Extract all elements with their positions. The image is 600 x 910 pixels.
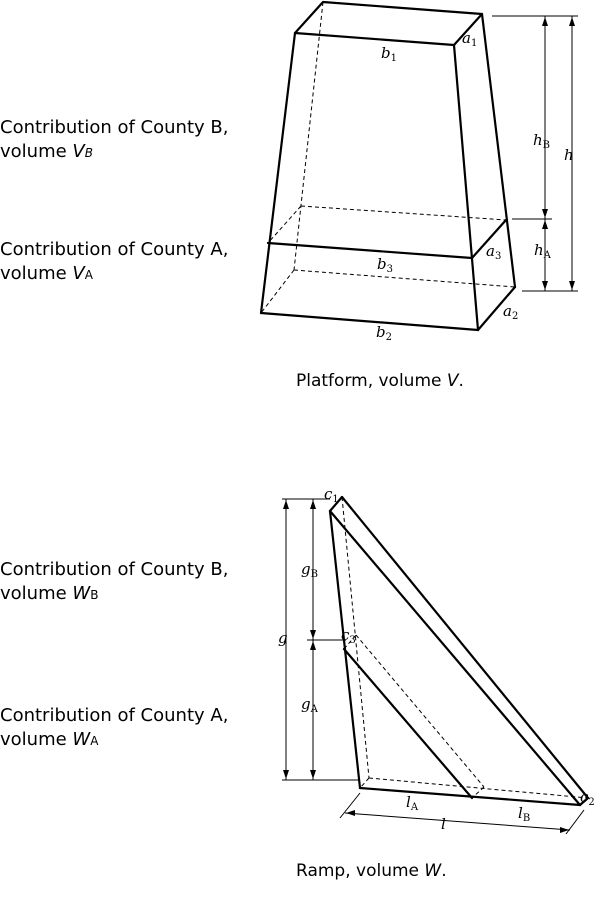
ramp-hidden-back-bottom — [368, 777, 589, 799]
ramp-extension-left — [339, 792, 361, 819]
ramp-back-hypotenuse — [340, 495, 590, 800]
ramp-contribution-a-line2: volume WA — [0, 729, 99, 750]
platform-contribution-b-label: Contribution of County B, volume VB — [0, 116, 228, 165]
ramp-contribution-b-line1: Contribution of County B, — [0, 559, 229, 580]
label-hB: hB — [533, 131, 550, 151]
label-b3: b3 — [377, 255, 393, 275]
label-c3: c3 — [341, 626, 356, 646]
platform-contribution-a-label: Contribution of County A, volume VA — [0, 238, 228, 287]
platform-bottom-front-edge — [259, 311, 480, 332]
label-gA: gA — [301, 695, 319, 715]
platform-arrow-h-bottom — [569, 281, 575, 290]
ramp-hidden-section-diagonal — [355, 634, 485, 788]
ramp-contribution-a-line1: Contribution of County A, — [0, 705, 229, 726]
platform-contribution-b-line2: volume VB — [0, 141, 93, 162]
label-b2: b2 — [376, 323, 392, 343]
platform-hidden-mid-back — [300, 205, 507, 221]
label-lA: lA — [406, 793, 419, 813]
platform-section-right-edge — [470, 218, 508, 260]
label-c2: c2 — [580, 788, 595, 808]
label-lB: lB — [518, 804, 530, 824]
platform-back-right-edge — [480, 12, 517, 289]
label-a1: a1 — [462, 29, 477, 49]
ramp-section-diagonal — [342, 647, 474, 800]
label-c1: c1 — [324, 485, 339, 505]
ramp-hidden-back-vertical — [341, 496, 370, 779]
ramp-arrow-l-right — [560, 827, 569, 833]
ramp-arrow-gA-top — [310, 641, 316, 650]
label-g: g — [278, 629, 288, 647]
label-hA: hA — [534, 241, 552, 261]
label-a3: a3 — [486, 242, 501, 262]
platform-contribution-a-line1: Contribution of County A, — [0, 239, 229, 260]
platform-hidden-mid-left — [267, 205, 302, 244]
label-h: h — [564, 146, 574, 164]
platform-arrow-hB-top — [542, 17, 548, 26]
ramp-hidden-section-top — [343, 634, 357, 650]
platform-front-right-edge — [452, 43, 480, 332]
platform-contribution-a-line2: volume VA — [0, 263, 93, 284]
platform-caption: Platform, volume V. — [296, 371, 464, 391]
ramp-arrow-gB-top — [310, 500, 316, 509]
platform-contribution-b-line1: Contribution of County B, — [0, 117, 229, 138]
ramp-contribution-b-label: Contribution of County B, volume WB — [0, 558, 228, 607]
platform-figure: b1 a1 b3 a3 b2 a2 hB hA h — [259, 0, 578, 343]
platform-arrow-h-top — [569, 17, 575, 26]
ramp-hidden-section-bottom — [471, 786, 485, 799]
ramp-dimension-l — [344, 812, 571, 831]
ramp-arrow-gA-bottom — [310, 770, 316, 779]
ramp-arrow-l-left — [346, 810, 355, 816]
platform-hidden-bottom-left — [260, 269, 295, 314]
ramp-contribution-a-label: Contribution of County A, volume WA — [0, 704, 228, 753]
label-a2: a2 — [503, 302, 518, 322]
ramp-figure: c1 c3 c2 gB gA g lA lB l — [278, 485, 595, 835]
ramp-caption: Ramp, volume W. — [296, 861, 447, 881]
platform-front-left-edge — [259, 31, 297, 315]
platform-top-face — [293, 0, 484, 47]
platform-arrow-hA-top — [542, 220, 548, 229]
platform-arrow-hA-bottom — [542, 281, 548, 290]
ramp-arrow-g-top — [283, 500, 289, 509]
ramp-hidden-bottom-left — [359, 777, 370, 789]
platform-hidden-back-vertical — [293, 1, 324, 271]
label-l: l — [441, 815, 446, 833]
platform-hidden-bottom-back — [293, 269, 516, 288]
ramp-contribution-b-line2: volume WB — [0, 583, 99, 604]
ramp-front-hypotenuse — [328, 509, 582, 807]
ramp-arrow-gB-bottom — [310, 630, 316, 639]
platform-arrow-hB-bottom — [542, 209, 548, 218]
ramp-end-edge — [578, 796, 590, 807]
label-b1: b1 — [381, 44, 397, 64]
ramp-top-edge — [328, 495, 344, 513]
platform-bottom-right-edge — [476, 285, 517, 332]
label-gB: gB — [301, 560, 318, 580]
platform-section-front-edge — [266, 241, 474, 260]
ramp-arrow-g-bottom — [283, 770, 289, 779]
